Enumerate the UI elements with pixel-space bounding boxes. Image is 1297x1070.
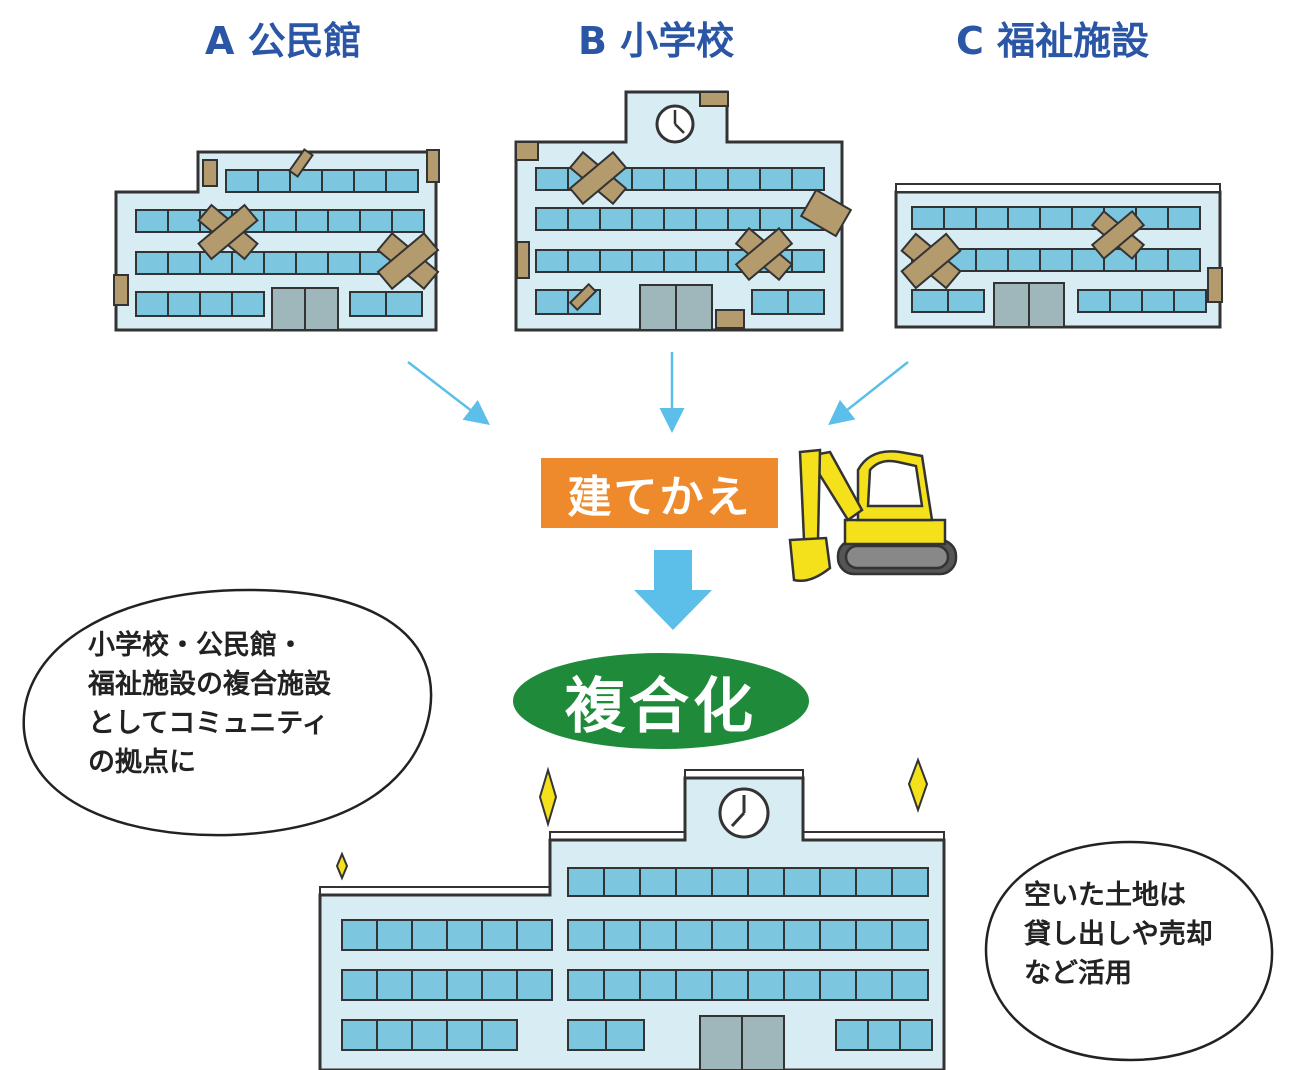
window-row [135,209,425,233]
complex-label: 複合化 [565,671,757,742]
building-a-illustration [113,148,440,332]
left-bubble-shape [22,588,433,837]
complex-ellipse [513,653,809,749]
right-bubble-line: など活用 [1024,958,1132,989]
left-bubble-line: としてコミュニティ [88,708,329,739]
window-row [835,1019,933,1051]
window-row [341,1019,518,1051]
excavator-illustration [788,448,958,582]
sparkle-icons [335,757,929,881]
converging-arrows [407,352,909,433]
right-bubble-line: 貸し出しや売却 [1024,919,1213,950]
new-complex-building [318,769,946,1070]
rebuild-label: 建てかえ [541,458,778,528]
building-c-illustration [894,183,1223,329]
building-b-title: B 小学校 [578,19,735,63]
window-row [911,206,1201,230]
building-b-illustration [514,90,853,332]
left-bubble-line: 小学校・公民館・ [88,630,304,661]
right-bubble-text: 空いた土地は 貸し出しや売却 など活用 [1024,876,1213,993]
down-arrow [634,550,712,630]
left-bubble-text: 小学校・公民館・ 福祉施設の複合施設 としてコミュニティ の拠点に [88,626,331,782]
building-a-title: A 公民館 [205,19,362,63]
left-bubble-line: の拠点に [88,747,196,778]
window-row [535,207,825,231]
right-bubble-line: 空いた土地は [1024,880,1186,911]
right-bubble-shape [984,840,1274,1062]
building-c-title: C 福祉施設 [956,19,1150,63]
left-bubble-line: 福祉施設の複合施設 [88,669,331,700]
